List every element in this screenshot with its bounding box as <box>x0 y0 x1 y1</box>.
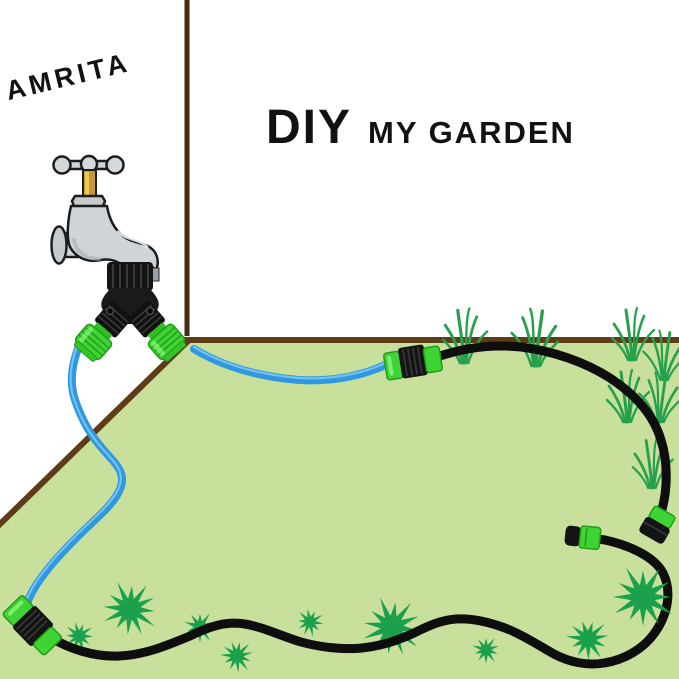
title-sub: MY GARDEN <box>368 115 575 150</box>
blue-hose-right <box>190 345 395 385</box>
faucet-highlight <box>116 230 149 249</box>
faucet-handle-knob-right <box>105 155 125 175</box>
faucet-shading <box>72 238 101 261</box>
shrub-star <box>298 608 324 637</box>
title-main: DIY <box>266 101 353 154</box>
shrub-star <box>612 567 673 626</box>
drip-hose-top <box>432 341 671 518</box>
garden-area <box>0 340 679 679</box>
grass-tuft <box>510 307 560 368</box>
splitter-right-arm <box>125 297 187 362</box>
blue-hose-left <box>21 340 127 620</box>
shrub-star <box>103 581 155 635</box>
shrub-star <box>363 597 419 655</box>
splitter-right-bolt <box>145 306 155 316</box>
shrub-star <box>566 621 609 661</box>
hose-coupler-bottom-left <box>2 595 63 656</box>
faucet-handle-knob-left <box>52 155 72 175</box>
splitter-left-bolt <box>105 306 115 316</box>
shrub-star <box>219 642 253 673</box>
grass-tuft <box>441 307 489 365</box>
grass-tuft <box>610 306 656 362</box>
hose-end-connector-upper <box>639 505 676 544</box>
faucet-stem-highlight <box>85 172 89 196</box>
splitter-left-arm <box>73 297 135 362</box>
shrub-star <box>472 638 499 664</box>
faucet <box>50 154 159 276</box>
drip-hose-bottom <box>43 534 673 669</box>
shrub-star <box>66 622 94 652</box>
shrub-star-over-hose <box>612 567 673 626</box>
hose-coupler-top <box>382 344 444 381</box>
faucet-stem-brass <box>82 169 97 199</box>
two-way-splitter <box>73 262 187 362</box>
page-title: DIY MY GARDEN <box>266 100 575 155</box>
faucet-wall-flange <box>50 225 68 265</box>
grass-tufts <box>441 306 679 490</box>
hose-end-connector-lower <box>564 525 602 551</box>
